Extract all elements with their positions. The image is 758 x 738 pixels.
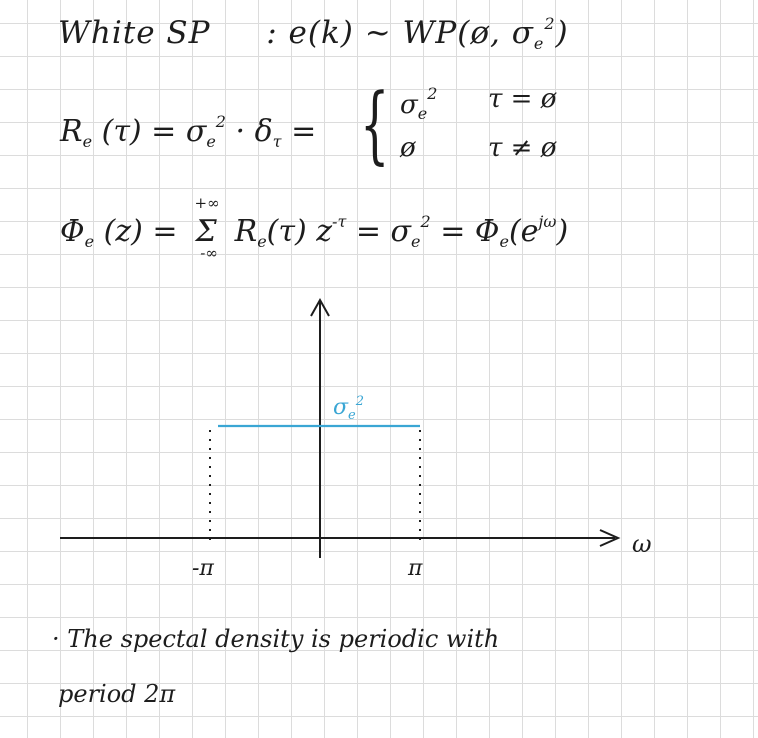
case1-value-sup: 2 xyxy=(427,84,438,103)
x-axis-label: ω xyxy=(632,530,652,558)
case1-value-sub: e xyxy=(417,104,428,123)
autocorr-arg: (τ) = σ xyxy=(101,114,207,149)
spectrum-phi-sup: jω xyxy=(538,212,557,231)
spectrum-phi-arg: (e xyxy=(508,214,539,249)
title-colon: : xyxy=(266,15,278,51)
spectrum-sigma-sup: 2 xyxy=(420,212,431,231)
autocorr-delta-sub: τ xyxy=(272,132,282,151)
spectrum-eq3: = Φ xyxy=(440,214,500,249)
left-tick-label: -π xyxy=(192,556,214,581)
case2-condition: τ ≠ ø xyxy=(488,133,557,163)
spectrum-lhs-arg: (z) = xyxy=(103,214,178,249)
sum-lower-limit: -∞ xyxy=(200,244,218,262)
title-line: White SP : e(k) ~ WP(ø, σe2) xyxy=(58,14,569,53)
title-rhs-sub: e xyxy=(533,34,545,53)
title-rhs-close: ) xyxy=(555,15,569,51)
note-text-1: The spectal density is periodic with xyxy=(67,625,500,653)
autocorr-sigma-sup: 2 xyxy=(215,112,226,131)
autocorr-lhs-sub: e xyxy=(82,132,93,151)
case1-condition: τ = ø xyxy=(488,84,557,114)
spectrum-term-sup: -τ xyxy=(332,212,347,231)
autocorr-lhs: R xyxy=(60,114,83,149)
summation: +∞ Σ -∞ xyxy=(187,194,225,262)
note-line2: period 2π xyxy=(58,680,176,708)
x-axis-arrowhead xyxy=(599,529,621,547)
spectrum-phi-sub: e xyxy=(499,232,509,251)
title-lhs: White SP xyxy=(58,15,211,51)
spectrum-lhs-sub: e xyxy=(84,232,95,251)
spectrum-formula: Φe (z) = +∞ Σ -∞ Re(τ) z-τ = σe2 = Φe(ej… xyxy=(60,194,569,262)
autocorrelation-formula: Re (τ) = σe2 · δτ = xyxy=(60,112,316,151)
sum-upper-limit: +∞ xyxy=(194,194,220,212)
title-rhs: e(k) ~ WP(ø, σ xyxy=(288,15,534,51)
spectrum-term: R xyxy=(234,214,258,249)
spectrum-sigma-sub: e xyxy=(411,232,421,251)
note-line1: · The spectal density is periodic with xyxy=(52,625,499,653)
title-rhs-sup: 2 xyxy=(544,14,556,33)
case2-value: ø xyxy=(400,133,416,163)
spectrum-term-sub: e xyxy=(257,232,267,251)
level-label: σe2 xyxy=(333,394,364,423)
spectrum-phi-close: ) xyxy=(556,214,569,249)
autocorr-sigma-sub: e xyxy=(206,132,216,151)
sum-symbol: Σ xyxy=(195,214,217,249)
spectrum-lhs: Φ xyxy=(60,214,85,249)
case1-value-symbol: σ xyxy=(400,90,418,120)
spectrum-term-arg: (τ) z xyxy=(266,214,333,249)
spectral-density-plot: σe2 ω -π π xyxy=(60,297,652,581)
right-tick-label: π xyxy=(407,556,423,581)
y-axis-arrowhead xyxy=(310,297,330,317)
case1-value: σe2 xyxy=(400,84,437,123)
cases-brace: { xyxy=(360,75,390,173)
autocorr-equals: = xyxy=(291,114,317,149)
note-bullet: · xyxy=(52,625,60,653)
spectrum-eq2: = σ xyxy=(355,214,411,249)
autocorr-delta: · δ xyxy=(235,114,273,149)
